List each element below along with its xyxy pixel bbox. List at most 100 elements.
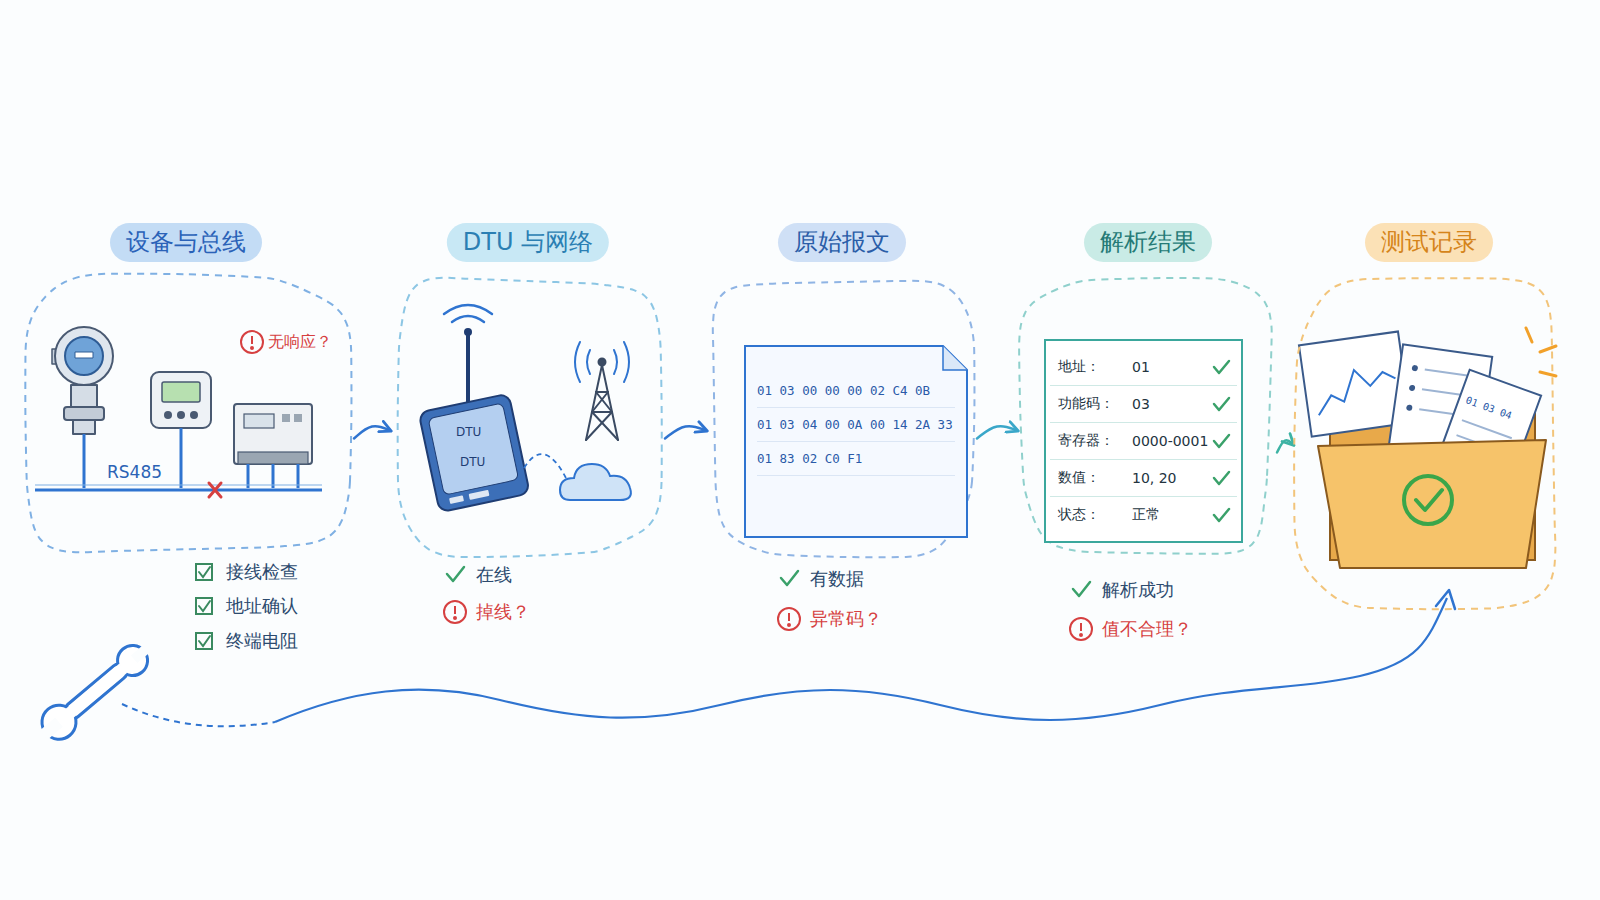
status-ok: 在线: [476, 564, 512, 586]
check-icon: [1211, 431, 1231, 451]
check-icon: [1211, 394, 1231, 414]
message-document: 01 03 00 00 00 02 C4 0B01 03 04 00 0A 00…: [743, 344, 969, 539]
panel-meter: [164, 411, 172, 419]
bus-name: RS485: [107, 462, 162, 482]
status-warning: 值不合理？: [1102, 618, 1192, 640]
stage-title: 设备与总线: [110, 223, 262, 262]
field-value: 0000-0001: [1128, 433, 1211, 449]
stage-region: 设备与总线: [20, 275, 352, 556]
check-icon: [1073, 582, 1090, 596]
dtu-device: [464, 328, 472, 336]
fault-cross: [209, 483, 221, 497]
result-table: 地址：01 功能码：03 寄存器：0000-0001 数值：10, 20 状态：正常: [1044, 339, 1243, 543]
hex-frame: 01 83 02 C0 F1: [757, 442, 955, 476]
cell-tower: [575, 342, 629, 440]
panel-meter: [162, 382, 200, 402]
pressure-transmitter: [83, 434, 86, 488]
cell-tower: [592, 392, 608, 412]
warning-icon: [454, 617, 456, 619]
checkbox-icon: [199, 636, 210, 646]
io-module: [244, 414, 274, 428]
dtu-device: [419, 394, 530, 513]
pressure-transmitter: [71, 385, 97, 407]
pressure-transmitter: [75, 352, 93, 358]
flow-arrow: [1277, 440, 1293, 452]
cell-tower: [586, 412, 612, 440]
io-module: [294, 414, 302, 422]
io-module: [238, 452, 308, 464]
rs485-bus: [35, 484, 322, 485]
records-folder: [1318, 440, 1546, 568]
check-icon: [447, 567, 1090, 596]
dtu-device: [428, 403, 519, 495]
field-name: 地址：: [1058, 358, 1128, 376]
cell-tower: [592, 411, 612, 413]
records-folder: [1299, 331, 1546, 568]
cell-tower: [614, 350, 617, 374]
stage-outline: [1296, 275, 1561, 612]
document-fold: [943, 346, 967, 370]
pressure-transmitter: [65, 337, 103, 375]
cell-tower: [587, 350, 590, 374]
hex-frame: 01 03 04 00 0A 00 14 2A 33: [757, 408, 955, 442]
stage-title: 测试记录: [1365, 223, 1493, 262]
check-icon: [1214, 472, 1229, 484]
warning-icon: [251, 347, 253, 349]
sparkle: [1540, 372, 1556, 376]
warning-icon: [241, 331, 1092, 640]
check-icon: [1214, 435, 1229, 447]
check-item: 地址确认: [226, 595, 298, 617]
field-name: 状态：: [1058, 506, 1128, 524]
status-ok: 解析成功: [1102, 579, 1174, 601]
sparkle: [1526, 328, 1532, 342]
fault-cross: [209, 483, 221, 497]
cell-tower: [596, 392, 612, 412]
stage-title: 原始报文: [778, 223, 906, 262]
stage-outline: [713, 281, 975, 557]
flow-arrow: [354, 426, 390, 438]
check-item: 接线检查: [226, 561, 298, 583]
pressure-transmitter: [73, 420, 95, 434]
table-row: 状态：正常: [1050, 497, 1237, 533]
check-icon: [447, 567, 464, 581]
warning-icon: [1080, 634, 1082, 636]
rs485-bus: [35, 489, 322, 492]
cell-tower: [575, 342, 580, 382]
records-folder: [1406, 404, 1413, 411]
stage-title: 解析结果: [1084, 223, 1212, 262]
field-value: 01: [1128, 359, 1211, 375]
stage-outline: [25, 274, 351, 553]
field-name: 寄存器：: [1058, 432, 1128, 450]
check-icon: [1214, 509, 1229, 521]
checkbox-icon: [196, 598, 212, 614]
status-ok: 有数据: [810, 568, 864, 590]
check-item: 终端电阻: [226, 630, 298, 652]
io-module: [234, 404, 312, 488]
field-value: 10, 20: [1128, 470, 1211, 486]
checkbox-icon: [196, 564, 212, 580]
records-folder: [1409, 385, 1416, 392]
checkbox-icon: [199, 567, 210, 577]
warning-icon: [788, 624, 790, 626]
sparkle: [1540, 346, 1556, 352]
device-label: DTU: [456, 425, 481, 439]
panel-meter: [180, 428, 183, 488]
cloud: [560, 464, 631, 500]
check-icon: [1211, 505, 1231, 525]
field-name: 数值：: [1058, 469, 1128, 487]
wrench-icon: [33, 636, 158, 748]
records-folder: [1313, 364, 1399, 415]
dtu-device: [449, 495, 464, 504]
cell-tower: [599, 359, 606, 366]
stage-outline: [393, 275, 663, 556]
device-label: DTU: [460, 455, 485, 469]
panel-meter: [190, 411, 198, 419]
table-row: 功能码：03: [1050, 386, 1237, 423]
fault-cross: [209, 483, 221, 497]
warning-icon: [1070, 618, 1092, 640]
panel-meter: [151, 372, 211, 428]
flow-arrow: [665, 426, 706, 438]
checkbox-icon: [199, 601, 210, 611]
workflow-arrowhead: [1436, 590, 1455, 609]
